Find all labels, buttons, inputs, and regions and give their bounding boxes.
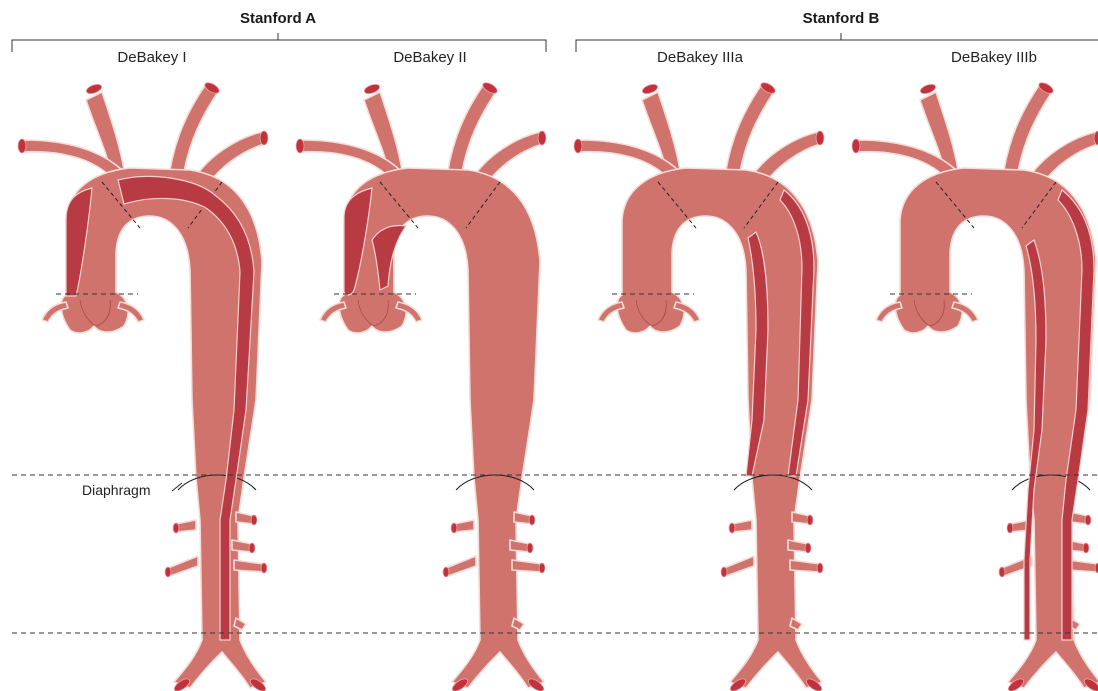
stanford-a-header: Stanford A: [12, 10, 546, 52]
debakey-iiia-label: DeBakey IIIa: [657, 49, 744, 66]
aorta-debakey-i: [18, 81, 268, 691]
debakey-ii-label: DeBakey II: [393, 49, 466, 66]
aorta-debakey-ii: [296, 81, 546, 691]
debakey-i-label: DeBakey I: [117, 49, 186, 66]
aorta-debakey-iiia: [574, 81, 824, 691]
stanford-b-title: Stanford B: [803, 10, 880, 27]
diaphragm-label: Diaphragm: [82, 482, 150, 498]
stanford-b-header: Stanford B: [576, 10, 1098, 52]
aorta-debakey-iiib: [852, 81, 1098, 691]
debakey-iiib-label: DeBakey IIIb: [951, 49, 1037, 66]
stanford-a-title: Stanford A: [240, 10, 316, 27]
